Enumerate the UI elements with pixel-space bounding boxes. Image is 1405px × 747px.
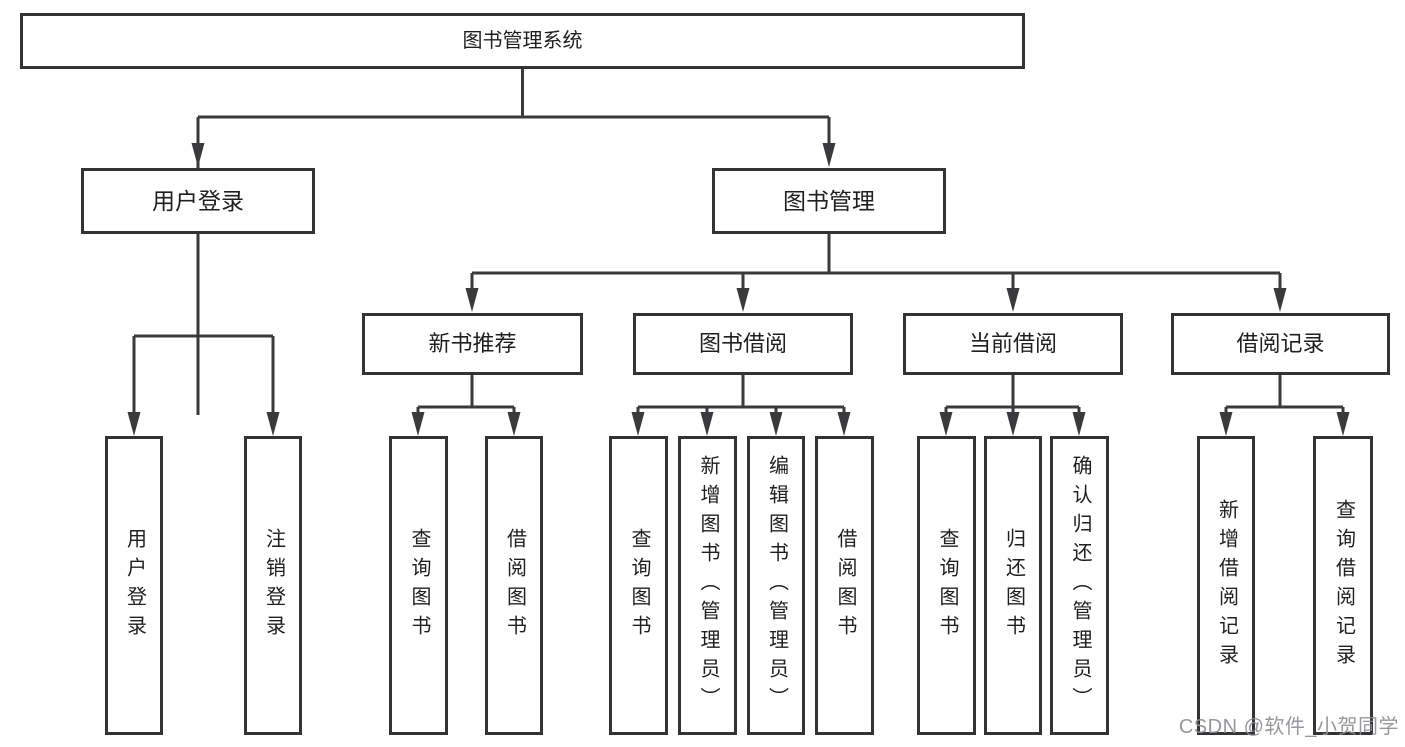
connector-root-to-level2 (191, 69, 836, 415)
leaf-query-borrow-record: 查询借阅记录 (1313, 436, 1373, 735)
arrowhead (1336, 412, 1350, 436)
node-label: 编辑图书（管理员） (765, 455, 788, 716)
node-library-management-system: 图书管理系统 (20, 13, 1025, 69)
node-label: 确认归还（管理员） (1069, 455, 1091, 716)
node-label: 新增借阅记录 (1215, 498, 1238, 673)
arrowhead (1006, 288, 1020, 312)
connector-line (416, 375, 516, 415)
node-label: 新增图书（管理员） (697, 455, 719, 716)
node-label: 借阅记录 (1236, 331, 1325, 357)
node-label: 查询借阅记录 (1332, 498, 1355, 673)
csdn-watermark: CSDN @软件_小贺同学 (1178, 716, 1399, 738)
arrowhead (266, 412, 280, 436)
node-borrow-records: 借阅记录 (1171, 313, 1390, 375)
arrowhead (1273, 288, 1287, 312)
leaf-query-books-borrow: 查询图书 (609, 436, 668, 735)
node-user-login: 用户登录 (81, 168, 315, 234)
arrowhead (465, 288, 479, 312)
node-label: 查询图书 (408, 527, 430, 644)
node-label: 借阅图书 (503, 527, 526, 644)
leaf-return-book: 归还图书 (984, 436, 1042, 735)
node-label: 图书借阅 (698, 331, 787, 357)
node-label: 用户登录 (123, 527, 146, 644)
arrowhead (736, 288, 750, 312)
node-label: 图书管理系统 (462, 29, 583, 52)
arrowhead (631, 412, 645, 436)
arrowhead (411, 412, 425, 436)
connector-new-book-recommend-branch (411, 375, 521, 436)
arrowhead (1219, 412, 1233, 436)
leaf-borrow-books-recommend: 借阅图书 (485, 436, 543, 735)
arrowhead (837, 412, 851, 436)
arrowhead (507, 412, 521, 436)
leaf-borrow-books-borrow: 借阅图书 (815, 436, 874, 735)
leaf-logout: 注销登录 (244, 436, 302, 735)
connector-line (944, 375, 1081, 415)
node-label: 注销登录 (262, 527, 285, 644)
arrowhead (191, 143, 205, 167)
connector-line (1224, 375, 1345, 415)
node-label: 查询图书 (628, 527, 650, 644)
node-label: 图书管理 (783, 187, 875, 214)
node-label: 新书推荐 (428, 331, 517, 357)
node-label: 归还图书 (1002, 527, 1025, 644)
connector-current-borrow-branch (939, 375, 1086, 436)
leaf-user-login: 用户登录 (105, 436, 163, 735)
arrowhead (127, 412, 141, 436)
connector-book-management-branch (465, 234, 1287, 312)
node-new-book-recommend: 新书推荐 (362, 313, 583, 375)
connector-borrow-records-branch (1219, 375, 1350, 436)
leaf-query-books-current: 查询图书 (917, 436, 976, 735)
node-label: 查询图书 (936, 527, 958, 644)
leaf-edit-book-admin: 编辑图书（管理员） (747, 436, 805, 735)
connector-user-login-branch (127, 234, 280, 436)
arrowhead (939, 412, 953, 436)
arrowhead (1072, 412, 1086, 436)
arrowhead (822, 143, 836, 167)
node-current-borrow: 当前借阅 (903, 313, 1123, 375)
node-label: 借阅图书 (834, 527, 856, 644)
node-book-borrow: 图书借阅 (633, 313, 853, 375)
node-book-management: 图书管理 (712, 168, 946, 234)
leaf-add-borrow-record: 新增借阅记录 (1197, 436, 1255, 735)
arrowhead (769, 412, 783, 436)
connector-line (636, 375, 846, 415)
arrowhead (1006, 412, 1020, 436)
node-label: 当前借阅 (968, 331, 1057, 357)
node-label: 用户登录 (152, 187, 244, 214)
leaf-confirm-return-admin: 确认归还（管理员） (1050, 436, 1109, 735)
connector-line (132, 234, 275, 414)
leaf-add-book-admin: 新增图书（管理员） (678, 436, 737, 735)
arrowhead (700, 412, 714, 436)
leaf-query-books-recommend: 查询图书 (389, 436, 448, 735)
connector-line (470, 234, 1282, 292)
connector-line (196, 69, 831, 415)
connector-book-borrow-branch (631, 375, 851, 436)
